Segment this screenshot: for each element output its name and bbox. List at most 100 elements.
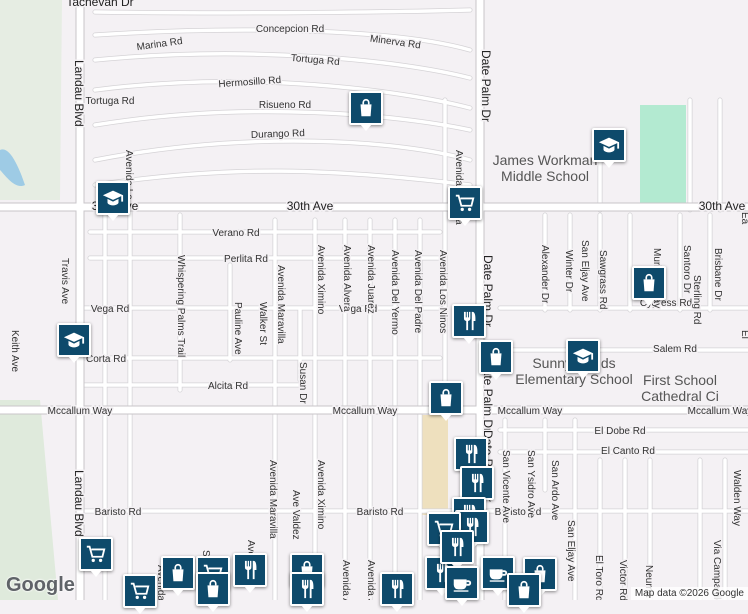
restaurant-marker[interactable] (290, 572, 324, 612)
school-marker[interactable] (592, 128, 626, 168)
road-label: Avenida Del Padre (412, 250, 423, 334)
school-marker[interactable] (96, 181, 130, 221)
restaurant-icon (458, 310, 480, 332)
shopping-bag-icon (167, 562, 189, 584)
road-label: El (739, 330, 748, 339)
shopping-bag-marker[interactable] (507, 573, 541, 613)
road-label: Vega Rd (339, 304, 377, 315)
road-label: San Ysidro Ave (525, 450, 536, 518)
road-label: Susan Dr (297, 362, 308, 404)
road-label: Avenida Alvera (341, 245, 352, 312)
restaurant-marker[interactable] (452, 304, 486, 344)
restaurant-icon (446, 536, 468, 558)
restaurant-marker[interactable] (380, 572, 414, 612)
road-label: Sterling Rd (691, 275, 702, 324)
school-marker[interactable] (566, 339, 600, 379)
road-label: Santoro Dr (681, 245, 692, 294)
school-marker[interactable] (57, 323, 91, 363)
road-label: Salem Rd (653, 344, 697, 355)
shopping-bag-marker[interactable] (349, 91, 383, 131)
restaurant-icon (239, 559, 261, 581)
shopping-cart-marker[interactable] (79, 537, 113, 577)
coffee-marker[interactable] (445, 566, 479, 606)
golf-course-area (0, 0, 62, 200)
road-label: Concepcion Rd (256, 24, 324, 35)
road-label: Baristo Rd (357, 507, 404, 518)
road-label: Baristo Rd (95, 507, 142, 518)
road-label: Avenida Del Yermo (389, 250, 400, 335)
road-label: Ave Valdez (290, 490, 301, 540)
school-icon (598, 134, 620, 156)
road-label: Avenida Los Ninos (437, 250, 448, 333)
road-label: Victor Rd (617, 560, 628, 600)
road-label: Date Palm Dr (479, 50, 493, 122)
road-label: Avenida Maravilla (267, 460, 278, 539)
road-label: Walden Way (731, 470, 742, 526)
shopping-bag-icon (513, 579, 535, 601)
school-icon (102, 187, 124, 209)
school-icon (572, 345, 594, 367)
shopping-cart-marker[interactable] (448, 186, 482, 226)
shopping-cart-icon (129, 580, 151, 602)
restaurant-icon (386, 578, 408, 600)
road-label: Keith Ave (9, 330, 20, 373)
road-label: Mccallum Way (333, 406, 398, 417)
road-label: Tortuga Rd (86, 96, 135, 107)
shopping-bag-marker[interactable] (429, 381, 463, 421)
road-label: Walker St (257, 302, 268, 345)
road-label: Mccallum Way (48, 406, 113, 417)
road-label: Mccallum Way (498, 406, 563, 417)
green-area (640, 105, 686, 205)
golf-course-area (0, 400, 58, 600)
road-label: Perlita Rd (224, 254, 268, 265)
road-label: Landau Blvd (72, 470, 86, 537)
restaurant-marker[interactable] (440, 530, 474, 570)
coffee-icon (451, 572, 473, 594)
road-label: Baristo Rd (495, 507, 542, 518)
road-label: El Dobe Rd (594, 426, 645, 437)
road-label: Durango Rd (251, 128, 305, 141)
road-label: Avenida Maravilla (275, 265, 286, 344)
restaurant-icon (466, 472, 488, 494)
shopping-cart-icon (85, 543, 107, 565)
shopping-bag-icon (435, 387, 457, 409)
road-label: Alcita Rd (208, 381, 248, 392)
shopping-cart-icon (454, 192, 476, 214)
map-attribution[interactable]: Map data ©2026 Google (630, 587, 748, 600)
school-icon (63, 329, 85, 351)
road-label: Alexander Dr (539, 245, 550, 304)
coffee-icon (487, 562, 509, 584)
road-label: Mccallum Way (688, 406, 748, 417)
road-label: Via Campanile (711, 540, 722, 600)
road-label: Risueno Rd (259, 100, 311, 111)
road-label: Sawgrass Rd (597, 250, 608, 309)
road-label: Avenida Juarez (365, 245, 376, 314)
shopping-bag-icon (485, 346, 507, 368)
shopping-bag-marker[interactable] (632, 266, 666, 306)
road-label: Winter Dr (563, 250, 574, 293)
road-label: El Canto Rd (601, 446, 655, 457)
road-label: San Eljay Ave (579, 240, 590, 302)
restaurant-marker[interactable] (460, 466, 494, 506)
shopping-cart-marker[interactable] (123, 574, 157, 614)
restaurant-icon (461, 516, 483, 538)
shopping-bag-marker[interactable] (479, 340, 513, 380)
restaurant-marker[interactable] (233, 553, 267, 593)
shopping-bag-icon (355, 97, 377, 119)
road-label: San Vicente Ave (500, 450, 511, 523)
restaurant-icon (296, 578, 318, 600)
shopping-bag-marker[interactable] (196, 572, 230, 612)
road-label: El Toro Rd (593, 555, 604, 600)
road-label: Avenida Ximino (315, 245, 326, 315)
road-label: Pauline Ave (232, 302, 243, 355)
road-label: Tachevah Dr (66, 0, 133, 9)
shopping-bag-marker[interactable] (161, 556, 195, 596)
road-label: San Ardo Ave (549, 460, 560, 521)
restaurant-icon (460, 443, 482, 465)
road-label: Avenida Ximino (315, 460, 326, 530)
road-label: Travis Ave (59, 258, 70, 305)
pond (0, 149, 25, 187)
